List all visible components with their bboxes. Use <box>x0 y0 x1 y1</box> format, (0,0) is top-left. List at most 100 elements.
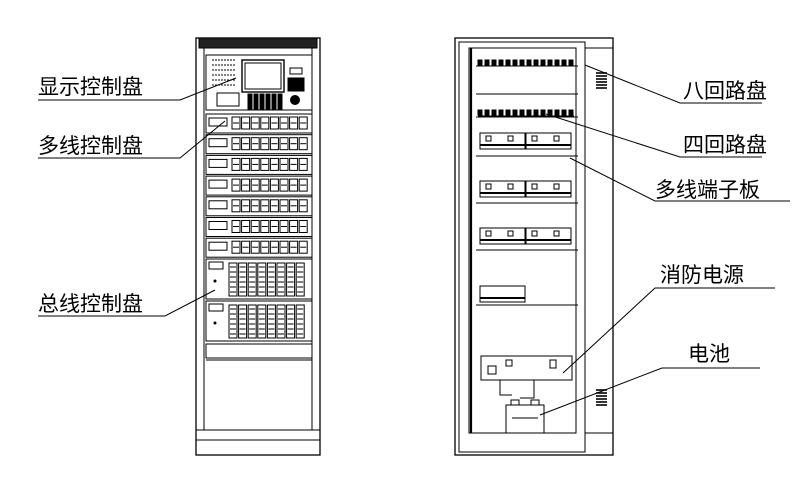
multiline-panel-frame <box>205 113 313 134</box>
eight-loop-terminal <box>512 59 518 66</box>
multiline-terminal-board <box>479 180 526 198</box>
display-knob <box>290 95 300 105</box>
multiline-panel-label <box>208 241 228 251</box>
eight-loop-terminal <box>519 59 525 66</box>
multiline-panel-switch <box>289 220 299 233</box>
multiline-panel-label <box>208 179 228 189</box>
keypad-key <box>271 93 277 98</box>
power-cable <box>499 380 512 396</box>
battery-block <box>505 404 545 434</box>
bus-panel-module <box>286 262 296 297</box>
multiline-panel-switch <box>279 157 289 171</box>
terminal-chip <box>553 135 560 142</box>
multiline-panel-switch <box>279 137 289 151</box>
multiline-terminal-board <box>479 227 526 245</box>
bus-panel-led <box>213 321 217 325</box>
multiline-panel-label <box>208 221 228 230</box>
multiline-panel-switch <box>241 137 251 151</box>
eight-loop-terminal <box>554 59 560 66</box>
label-multiline-panel: 多线控制盘 <box>38 134 143 158</box>
leader-lines <box>38 64 790 416</box>
multiline-terminal-board <box>479 285 526 303</box>
multiline-panel-switch <box>231 157 241 171</box>
label-four-loop: 四回路盘 <box>683 133 767 157</box>
multiline-panel-switch <box>250 137 260 151</box>
display-status-led <box>287 81 305 85</box>
multiline-panel-switch <box>298 116 308 130</box>
bus-panel-module <box>238 304 248 339</box>
leader-display-panel <box>38 77 237 101</box>
terminal-chip <box>553 183 560 190</box>
terminal-chip <box>507 183 514 190</box>
bus-panel-module <box>266 304 276 339</box>
multiline-panel-switch <box>269 137 279 151</box>
terminal-chip <box>553 230 560 237</box>
multiline-panel-frame <box>205 196 313 217</box>
keypad-key <box>277 97 283 102</box>
multiline-terminal-board <box>525 180 572 198</box>
eight-loop-terminal <box>519 109 525 116</box>
multiline-panel-switch <box>260 116 270 130</box>
bus-panel-label <box>208 261 224 270</box>
multiline-panel-switch <box>260 137 270 151</box>
multiline-terminal-board <box>525 132 572 150</box>
multiline-panel-frame <box>205 237 313 258</box>
terminal-chip <box>485 183 492 190</box>
bus-panel-module <box>295 304 305 339</box>
battery-terminal <box>530 399 540 406</box>
eight-loop-terminal <box>554 109 560 116</box>
multiline-panel-frame <box>205 134 313 155</box>
eight-loop-terminal <box>547 109 553 116</box>
label-eight-loop: 八回路盘 <box>683 79 767 103</box>
multiline-panel-switch <box>231 220 241 233</box>
back-inner-frame <box>458 41 586 453</box>
keypad-key <box>277 93 283 98</box>
multiline-panel-switch <box>298 240 308 254</box>
leader-multiline-terminal <box>569 157 790 202</box>
terminal-chip <box>531 135 538 142</box>
multiline-panel-switch <box>250 199 260 213</box>
eight-loop-terminal <box>498 109 504 116</box>
multiline-panel-switch <box>231 199 241 213</box>
multiline-panel-switch <box>231 178 241 192</box>
eight-loop-terminal <box>533 109 539 116</box>
multiline-panel-switch <box>298 199 308 213</box>
eight-loop-terminal <box>498 59 504 66</box>
multiline-panel-switch <box>289 116 299 130</box>
multiline-panel-switch <box>289 240 299 254</box>
display-status-led <box>287 84 305 88</box>
keypad-key <box>247 101 253 106</box>
multiline-panel-switch <box>241 199 251 213</box>
back-side-panel <box>584 47 614 434</box>
display-panel-frame <box>205 54 313 111</box>
terminal-chip <box>485 135 492 142</box>
eight-loop-terminal <box>477 59 483 66</box>
bus-panel-frame <box>205 300 313 342</box>
front-cabinet <box>195 37 614 456</box>
multiline-panel-label <box>208 158 228 168</box>
keypad-key <box>253 93 259 98</box>
display-screen-inner <box>244 62 282 90</box>
power-component <box>487 365 497 375</box>
multiline-panel-switch <box>241 116 251 130</box>
power-component <box>505 359 513 367</box>
eight-loop-terminal <box>540 59 546 66</box>
keypad-key <box>247 105 253 110</box>
keypad-key <box>271 105 277 110</box>
multiline-panel-switch <box>231 116 241 130</box>
bus-panel-module <box>228 304 238 339</box>
bus-panel-module <box>286 304 296 339</box>
bus-panel-label <box>208 303 224 312</box>
multiline-panel-switch <box>241 240 251 254</box>
eight-loop-terminal <box>491 59 497 66</box>
eight-loop-terminal <box>477 109 483 116</box>
front-blank-panel <box>205 343 313 359</box>
eight-loop-terminal <box>540 109 546 116</box>
keypad-key <box>247 97 253 102</box>
multiline-panel-frame <box>205 217 313 237</box>
keypad-key <box>265 105 271 110</box>
multiline-panel-switch <box>250 178 260 192</box>
display-status-led <box>287 77 305 81</box>
keypad-key <box>259 93 265 98</box>
